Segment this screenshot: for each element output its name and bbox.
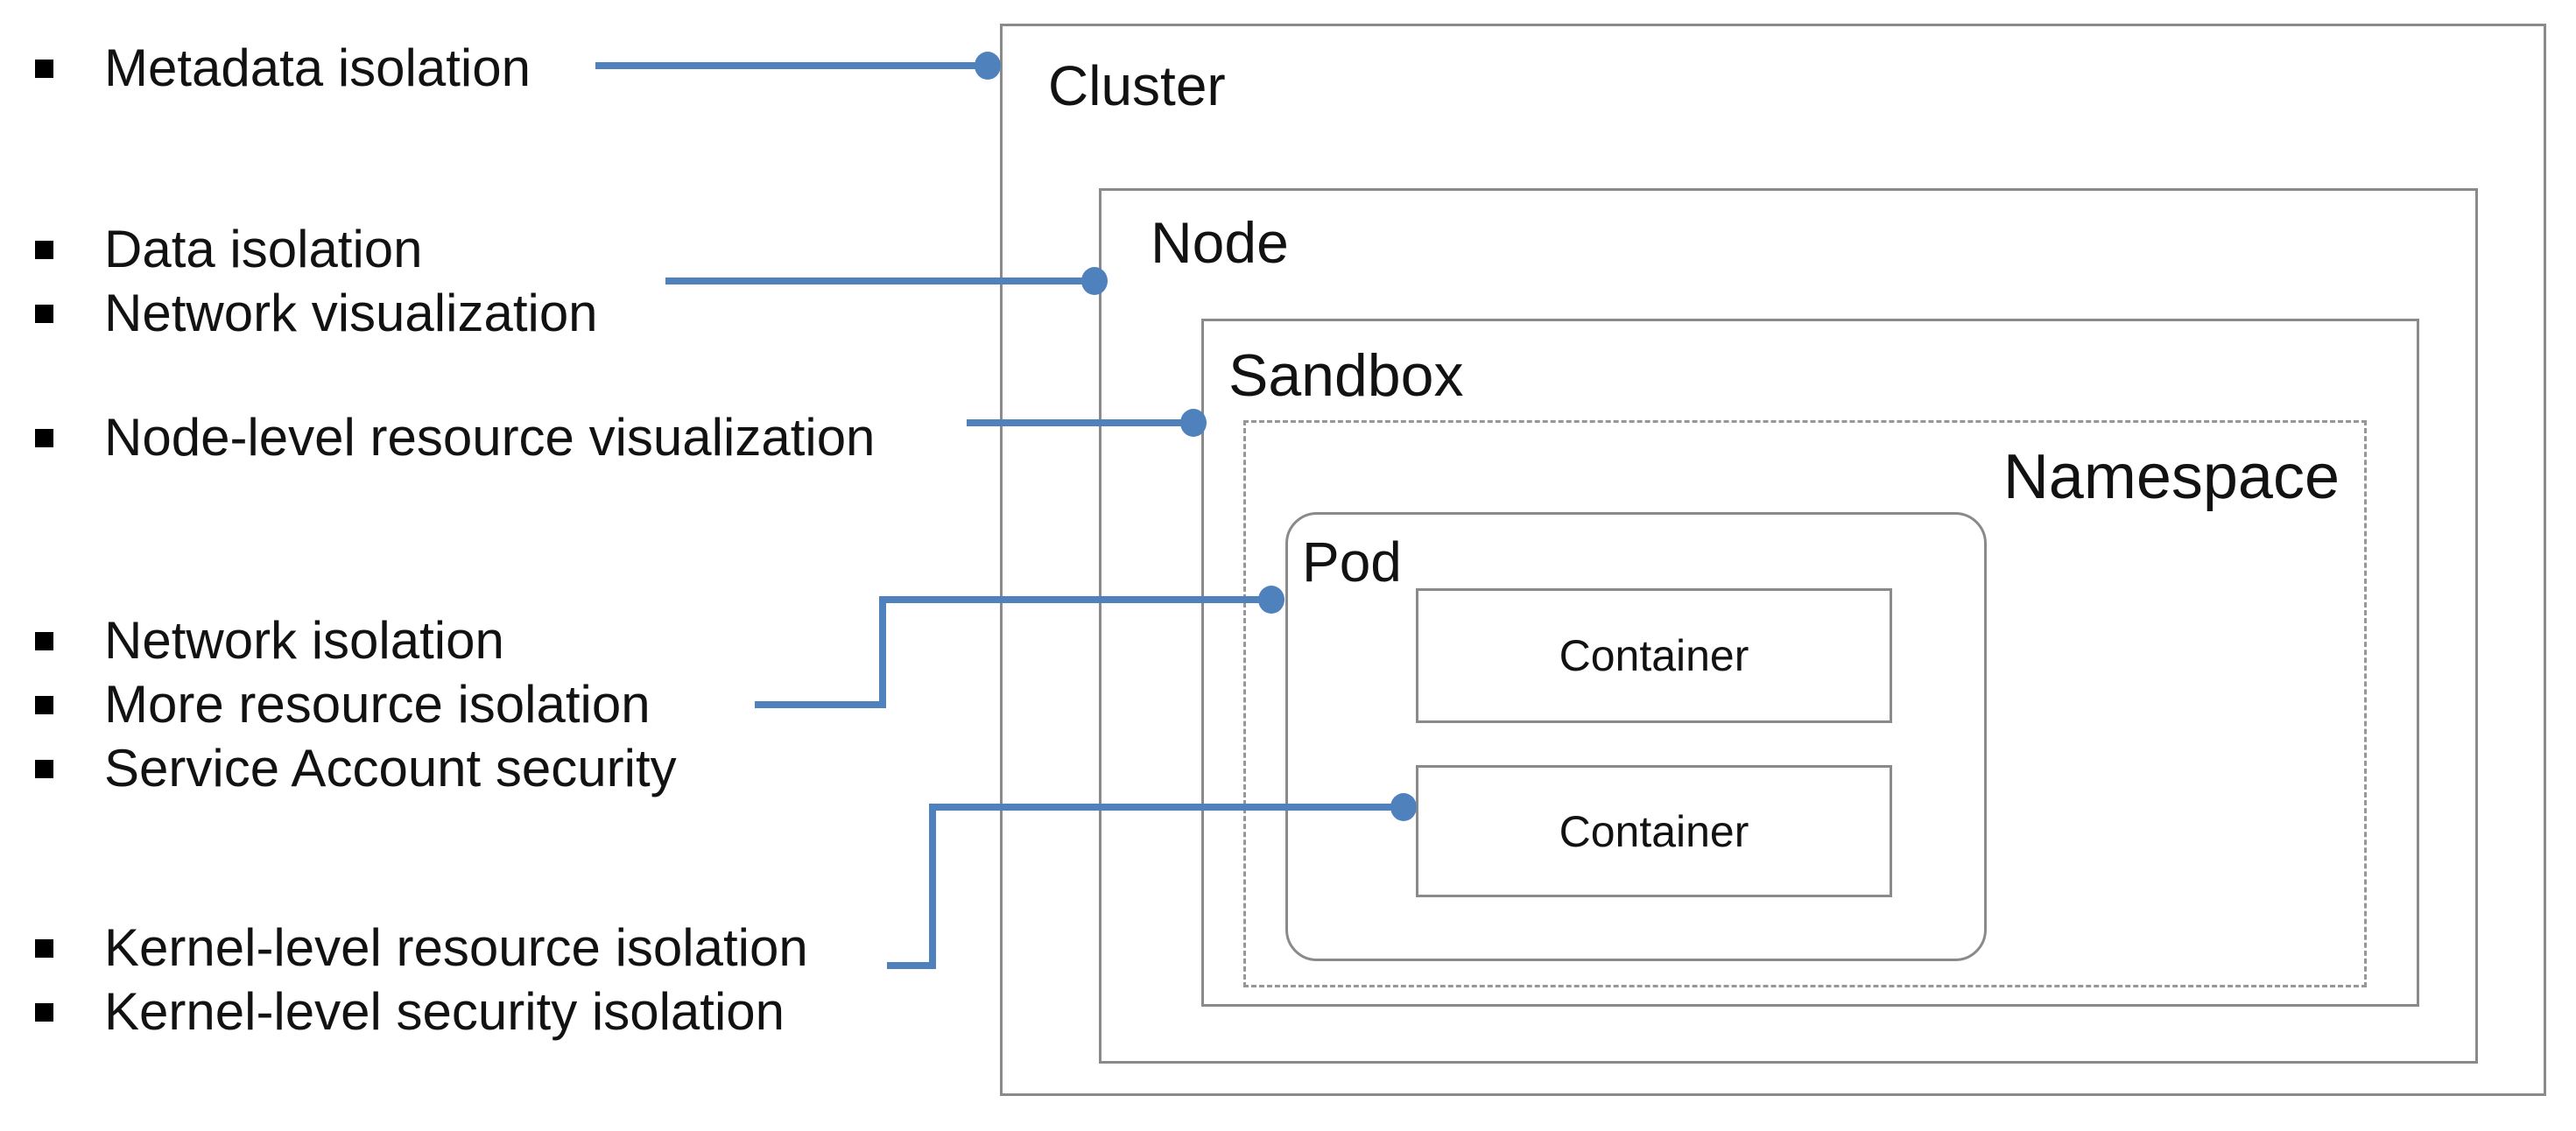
list-item-label: Metadata isolation <box>104 39 531 97</box>
bullet-icon <box>35 695 53 714</box>
list-item-network-isolation: Network isolation <box>35 609 504 672</box>
container-2-label: Container <box>1559 806 1749 856</box>
cluster-box: Cluster <box>1000 24 2546 1096</box>
list-item-network-visualization: Network visualization <box>35 282 598 345</box>
bullet-icon <box>35 631 53 650</box>
node-label: Node <box>1151 210 1289 275</box>
cluster-label: Cluster <box>1048 54 1226 117</box>
bullet-icon <box>35 59 53 78</box>
list-item-more-resource-isolation: More resource isolation <box>35 673 651 736</box>
list-item-label: Kernel-level resource isolation <box>104 918 808 977</box>
pod-label: Pod <box>1302 530 1402 594</box>
list-item-kernel-level-resource-isolation: Kernel-level resource isolation <box>35 917 808 980</box>
list-item-metadata-isolation: Metadata isolation <box>35 37 531 100</box>
list-item-label: Service Account security <box>104 739 677 797</box>
container-1-label: Container <box>1559 631 1749 680</box>
bullet-icon <box>35 240 53 259</box>
bullet-icon <box>35 938 53 958</box>
bullet-icon <box>35 428 53 447</box>
list-item-label: Data isolation <box>104 220 423 278</box>
list-item-kernel-level-security-isolation: Kernel-level security isolation <box>35 980 785 1043</box>
pod-box: Pod <box>1285 512 1987 961</box>
list-item-data-isolation: Data isolation <box>35 218 423 281</box>
list-item-label: Network isolation <box>104 611 504 670</box>
sandbox-label: Sandbox <box>1228 342 1464 409</box>
bullet-icon <box>35 1002 53 1022</box>
namespace-label: Namespace <box>2002 442 2340 512</box>
namespace-box: Namespace <box>1243 420 2367 987</box>
bullet-icon <box>35 759 53 778</box>
connector-dot-cluster <box>975 52 1001 80</box>
list-item-node-level-resource-visualization: Node-level resource visualization <box>35 406 875 469</box>
list-item-label: More resource isolation <box>104 675 651 734</box>
list-item-label: Kernel-level security isolation <box>104 982 785 1041</box>
list-item-label: Node-level resource visualization <box>104 408 876 467</box>
bullet-icon <box>35 304 53 323</box>
container-box-1: Container <box>1416 588 1892 723</box>
container-box-2: Container <box>1416 765 1892 897</box>
list-item-label: Network visualization <box>104 284 598 342</box>
list-item-service-account-security: Service Account security <box>35 737 677 800</box>
